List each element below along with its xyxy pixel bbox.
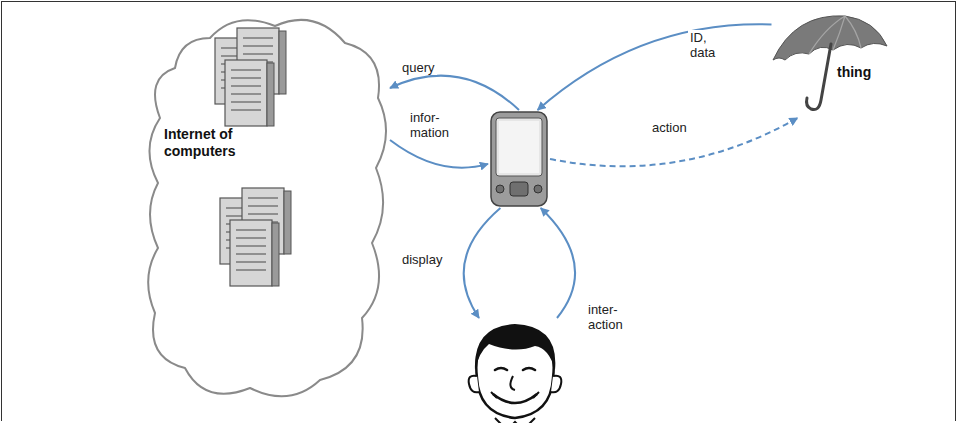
interaction-arrow [541,208,575,318]
internet-cloud-outline [140,8,390,408]
node-label: thing [837,64,893,81]
node-label: Internet of computers [164,126,276,160]
action-arrow [550,118,798,166]
edge-label: ID, data [688,30,717,60]
edge-label: query [400,60,437,75]
user-person [455,318,575,423]
edge-label: display [400,252,444,267]
thing-umbrella-outline [765,8,895,118]
mobile-device [488,110,550,208]
thing-umbrella: thing [765,8,895,118]
internet-cloud: Internet of computers [140,8,390,408]
edge-label: inter- action [586,302,625,332]
information-arrow [390,140,488,168]
id-data-arrow [538,24,772,110]
edge-label: action [650,120,689,135]
edge-label: infor- mation [408,110,451,140]
mobile-device-outline [488,110,550,208]
user-person-outline [455,318,575,423]
query-arrow [390,76,519,110]
display-arrow [464,208,501,318]
